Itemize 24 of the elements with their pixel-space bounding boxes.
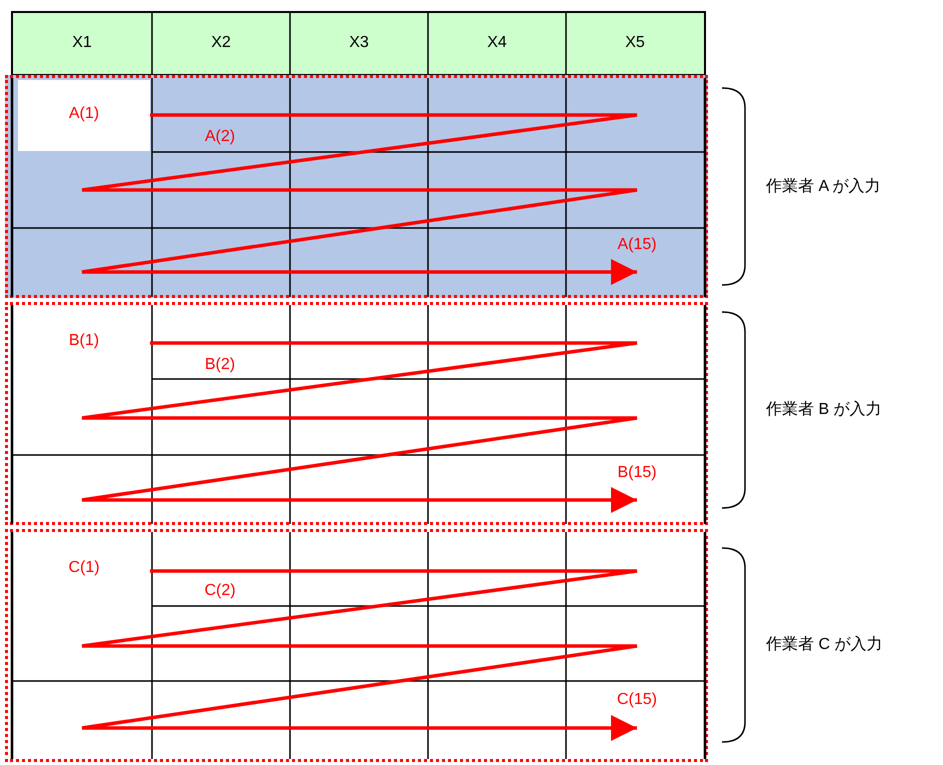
column-header: X2 [211,34,231,52]
group-caption: 作業者 B が入力 [766,401,882,419]
dashed-region [5,75,708,298]
dashed-region [5,302,708,525]
cell-label: B(15) [617,464,657,482]
cell-label: B(2) [204,356,236,374]
cell-text: A(1) [68,104,100,122]
cell-text: B(1) [68,332,100,350]
zigzag-arrow [80,341,639,513]
column-header: X5 [625,34,645,52]
cell-label: C(2) [204,582,236,600]
column-header: X4 [487,34,507,52]
cell-text: C(1) [67,558,101,576]
zigzag-arrow [80,569,639,741]
column-header: X3 [349,34,369,52]
cell-label: A(2) [204,128,236,146]
zigzag-arrow [80,113,639,285]
group-caption: 作業者 A が入力 [766,178,881,196]
dashed-region [5,529,708,762]
cell-label: C(15) [616,691,657,709]
group-caption: 作業者 C が入力 [766,636,882,654]
cell-label: A(15) [617,236,657,254]
highlight-cell [18,80,150,151]
column-header: X1 [72,34,92,52]
